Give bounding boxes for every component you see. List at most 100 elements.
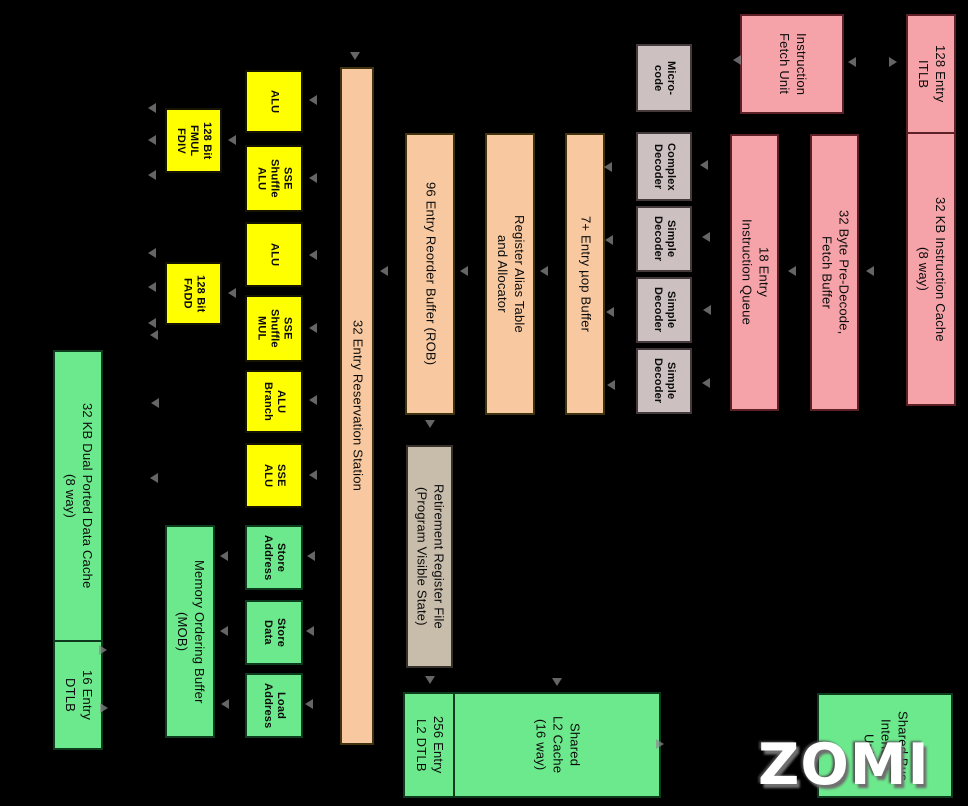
- block-predecode-fetch-buffer: 32 Byte Pre-Decode, Fetch Buffer: [810, 134, 859, 411]
- block-simple-decoder-3-label: Simple Decoder: [652, 358, 677, 404]
- arrow-icon: [99, 645, 107, 655]
- block-sse-alu-label: SSE ALU: [262, 463, 287, 488]
- block-reservation-station: 32 Entry Reservation Station: [340, 67, 374, 745]
- arrow-icon: [733, 55, 741, 65]
- arrow-icon: [607, 380, 615, 390]
- block-fadd-label: 128 Bit FADD: [181, 274, 207, 313]
- block-store-address-label: Store Address: [262, 534, 287, 581]
- arrow-icon: [100, 703, 108, 713]
- arrow-icon: [150, 473, 158, 483]
- block-sse-shuffle-alu-label: SSE Shuffle ALU: [255, 159, 294, 198]
- block-itlb: 128 Entry ITLB: [906, 14, 956, 134]
- block-data-cache: 32 KB Dual Ported Data Cache (8 way): [53, 350, 103, 642]
- arrow-icon: [148, 135, 156, 145]
- block-reorder-buffer-label: 96 Entry Reorder Buffer (ROB): [423, 182, 439, 366]
- arrow-icon: [540, 266, 548, 276]
- watermark-text: ZOMI酱: [758, 732, 930, 798]
- block-complex-decoder-label: Complex Decoder: [652, 142, 677, 191]
- block-fmul-fdiv-label: 128 Bit FMUL FDIV: [175, 121, 213, 160]
- arrow-icon: [350, 52, 360, 60]
- block-alu-2: ALU: [245, 222, 303, 287]
- arrow-icon: [380, 266, 388, 276]
- arrow-icon: [148, 248, 156, 258]
- arrow-icon: [606, 307, 614, 317]
- arrow-icon: [148, 318, 156, 328]
- block-fmul-fdiv: 128 Bit FMUL FDIV: [165, 108, 222, 173]
- block-instruction-queue-label: 18 Entry Instruction Queue: [739, 219, 772, 326]
- block-uop-buffer-label: 7+ Entry µop Buffer: [578, 215, 594, 333]
- arrow-icon: [220, 551, 228, 561]
- arrow-icon: [148, 282, 156, 292]
- block-l2-dtlb: 256 Entry L2 DTLB: [403, 692, 455, 798]
- block-memory-ordering-buffer: Memory Ordering Buffer (MOB): [165, 525, 215, 738]
- block-instruction-cache: 32 KB Instruction Cache (8 way): [906, 132, 956, 406]
- arrow-icon: [425, 420, 435, 428]
- arrow-icon: [151, 398, 159, 408]
- block-instruction-queue: 18 Entry Instruction Queue: [730, 134, 779, 411]
- block-microcode-label: Micro- code: [652, 60, 677, 96]
- arrow-icon: [148, 170, 156, 180]
- arrow-icon: [309, 323, 317, 333]
- arrow-icon: [309, 395, 317, 405]
- block-reservation-station-label: 32 Entry Reservation Station: [350, 320, 366, 492]
- block-complex-decoder: Complex Decoder: [636, 132, 692, 201]
- block-alu-1-label: ALU: [268, 89, 281, 114]
- arrow-icon: [307, 551, 315, 561]
- arrow-icon: [702, 378, 710, 388]
- arrow-icon: [150, 330, 158, 340]
- block-alu-2-label: ALU: [268, 242, 281, 267]
- block-sse-shuffle-mul-label: SSE Shuffle MUL: [255, 309, 294, 348]
- block-alu-branch: ALU Branch: [245, 370, 303, 433]
- arrow-icon: [889, 57, 897, 67]
- block-fadd: 128 Bit FADD: [165, 262, 222, 325]
- block-data-cache-label: 32 KB Dual Ported Data Cache (8 way): [63, 403, 95, 589]
- block-store-address: Store Address: [245, 525, 303, 590]
- block-shared-bus-interface-unit: Shared Bus Interface Unit: [817, 693, 953, 798]
- block-register-alias-table: Register Alias Table and Allocator: [485, 133, 535, 415]
- block-itlb-label: 128 Entry ITLB: [916, 45, 948, 103]
- block-register-alias-table-label: Register Alias Table and Allocator: [495, 215, 527, 333]
- block-instruction-fetch-unit-label: Instruction Fetch Unit: [777, 32, 809, 96]
- arrow-icon: [700, 160, 708, 170]
- block-sse-shuffle-alu: SSE Shuffle ALU: [245, 145, 303, 212]
- block-dtlb-label: 16 Entry DTLB: [63, 669, 95, 720]
- arrow-icon: [306, 626, 314, 636]
- arrow-icon: [425, 676, 435, 684]
- arrow-icon: [309, 470, 317, 480]
- block-store-data: Store Data: [245, 600, 303, 665]
- block-alu-branch-label: ALU Branch: [262, 381, 287, 422]
- block-reorder-buffer: 96 Entry Reorder Buffer (ROB): [405, 133, 455, 415]
- block-retirement-register-file-label: Retirement Register File (Program Visibl…: [414, 484, 447, 629]
- block-memory-ordering-buffer-label: Memory Ordering Buffer (MOB): [175, 559, 207, 704]
- arrow-icon: [656, 739, 664, 749]
- arrow-icon: [221, 699, 229, 709]
- block-simple-decoder-3: Simple Decoder: [636, 348, 692, 414]
- block-load-address-label: Load Address: [262, 682, 287, 729]
- arrow-icon: [148, 103, 156, 113]
- block-sse-alu: SSE ALU: [245, 443, 303, 508]
- arrow-icon: [605, 235, 613, 245]
- arrow-icon: [702, 232, 710, 242]
- block-shared-bus-interface-unit-label: Shared Bus Interface Unit: [861, 710, 911, 781]
- arrow-icon: [703, 305, 711, 315]
- arrow-icon: [848, 57, 856, 67]
- block-l2-cache-label: Shared L2 Cache (16 way): [533, 716, 583, 774]
- block-l2-cache: Shared L2 Cache (16 way): [453, 692, 661, 798]
- block-simple-decoder-1-label: Simple Decoder: [652, 216, 677, 262]
- block-predecode-fetch-buffer-label: 32 Byte Pre-Decode, Fetch Buffer: [819, 210, 852, 335]
- block-alu-1: ALU: [245, 70, 303, 133]
- arrow-icon: [604, 162, 612, 172]
- arrow-icon: [228, 288, 236, 298]
- block-uop-buffer: 7+ Entry µop Buffer: [565, 133, 605, 415]
- arrow-icon: [552, 678, 562, 686]
- arrow-icon: [228, 135, 236, 145]
- block-retirement-register-file: Retirement Register File (Program Visibl…: [406, 445, 453, 668]
- block-instruction-fetch-unit: Instruction Fetch Unit: [740, 14, 844, 114]
- block-store-data-label: Store Data: [262, 617, 287, 648]
- arrow-icon: [788, 266, 796, 276]
- arrow-icon: [812, 745, 820, 755]
- arrow-icon: [309, 250, 317, 260]
- block-dtlb: 16 Entry DTLB: [53, 640, 103, 750]
- block-instruction-cache-label: 32 KB Instruction Cache (8 way): [916, 196, 948, 342]
